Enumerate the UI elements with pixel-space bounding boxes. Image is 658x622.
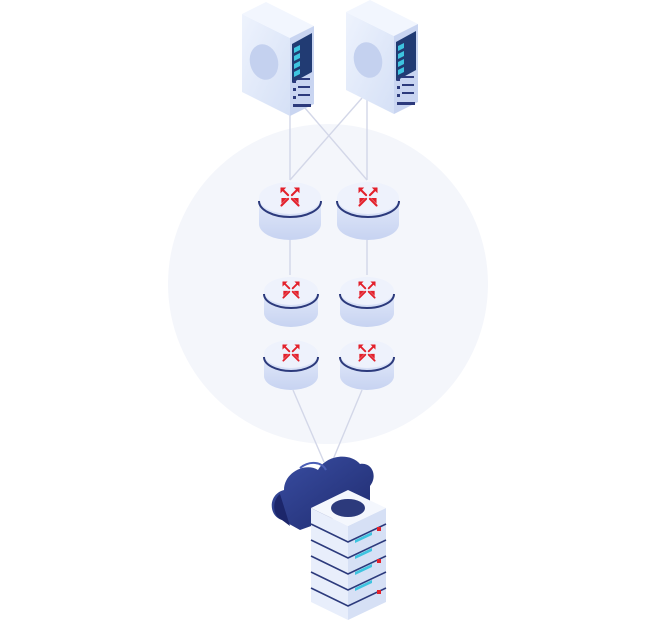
rack-server-icon	[346, 0, 418, 114]
link-server-right-router-top-left	[289, 97, 363, 181]
link-router-bottom-right-cloud	[331, 389, 363, 463]
router-icon	[258, 182, 322, 240]
router-icon	[263, 340, 319, 390]
router-icon	[263, 277, 319, 327]
link-server-left-router-top-right	[304, 107, 368, 181]
link-router-bottom-left-cloud	[292, 389, 325, 463]
server-stack-icon	[310, 490, 387, 620]
router-icon	[336, 182, 400, 240]
rack-server-icon	[242, 2, 314, 116]
backdrop-circle	[168, 124, 488, 444]
router-icon	[339, 340, 395, 390]
router-icon	[339, 277, 395, 327]
connection-lines	[289, 97, 368, 463]
